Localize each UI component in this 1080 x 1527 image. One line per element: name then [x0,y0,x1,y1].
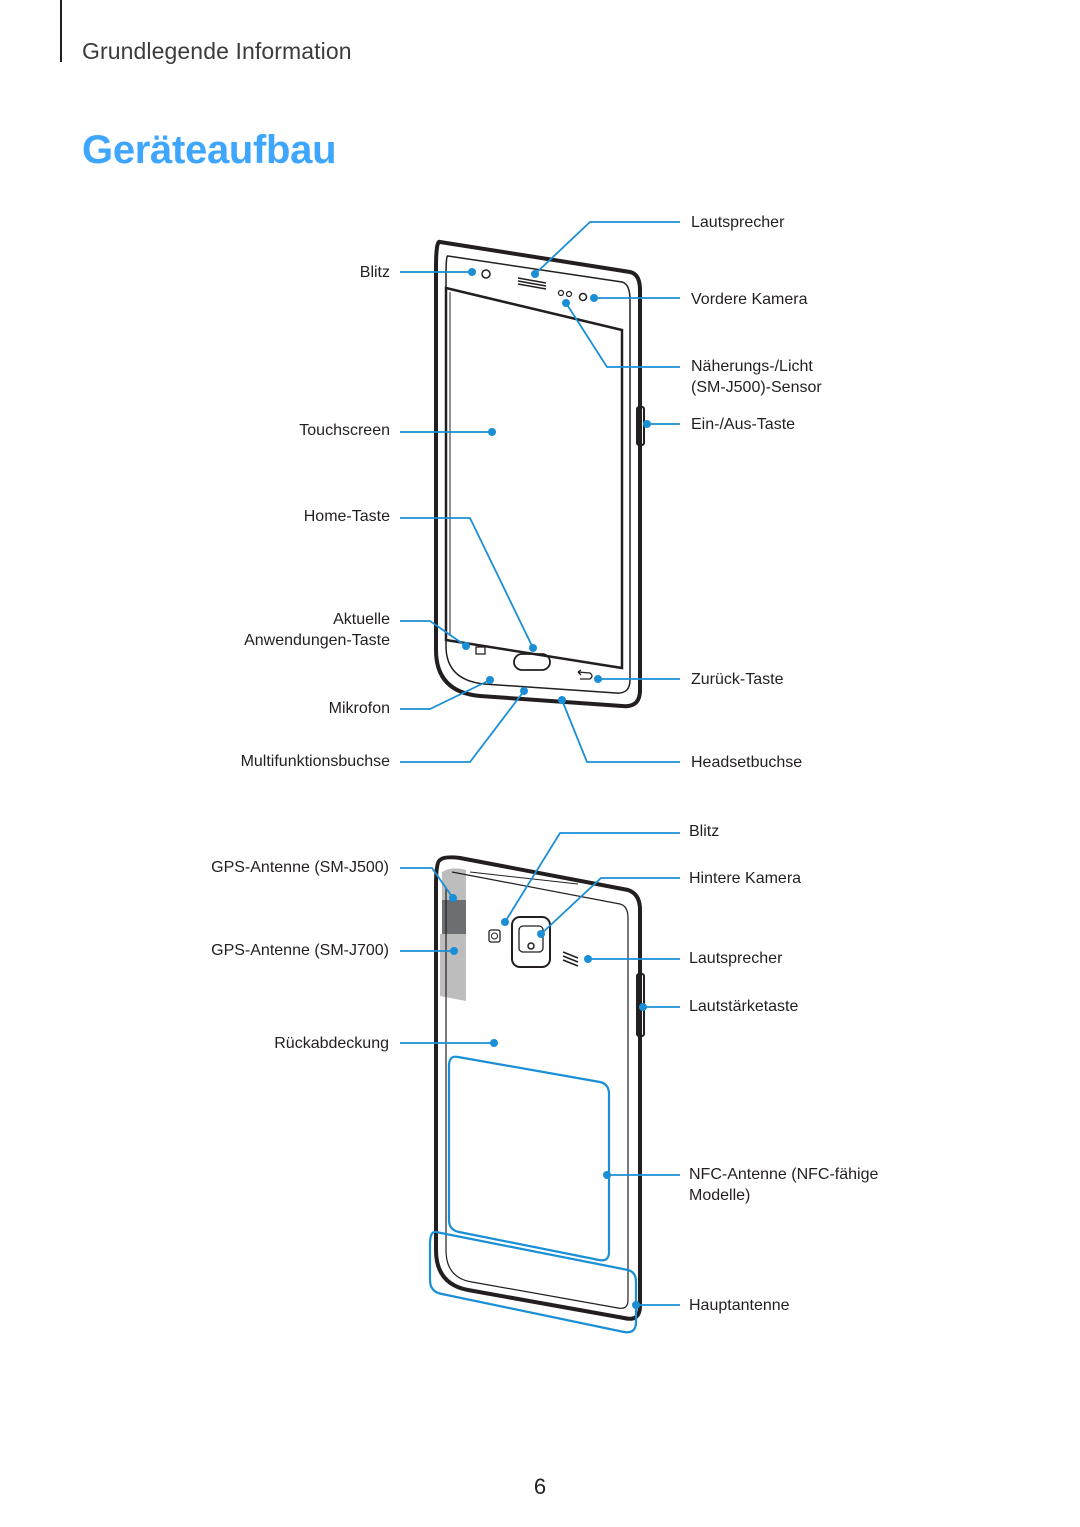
label-nfc-antenna-line1: NFC-Antenne (NFC-fähige [689,1166,879,1183]
front-flash [481,269,491,279]
label-sensor-line2: (SM-J500)-Sensor [691,379,822,396]
gps-antenna-shapes [440,868,466,1001]
label-gps-antenna-j700: GPS-Antenne (SM-J700) [211,942,389,959]
label-multipurpose-jack: Multifunktionsbuchse [240,753,390,770]
label-back-key: Zurück-Taste [691,671,784,688]
label-recent-key-line1: Aktuelle [333,611,390,628]
touchscreen-area [444,286,624,670]
back-callouts [400,832,680,1306]
antenna-outlines [428,1055,638,1334]
label-volume-key: Lautstärketaste [689,998,799,1015]
main-antenna-outline [428,1230,638,1334]
label-rear-speaker: Lautsprecher [689,950,783,967]
back-phone [434,855,645,1321]
nfc-antenna-outline [447,1055,611,1262]
section-title: Grundlegende Information [82,38,352,64]
back-flash [488,929,501,943]
label-gps-antenna-j500: GPS-Antenne (SM-J500) [211,859,389,876]
front-phone [434,239,645,709]
earpiece-grille [517,277,547,290]
recent-key [475,646,486,655]
label-front-speaker: Lautsprecher [691,214,785,231]
rear-camera-housing [511,916,551,968]
back-callout-dots [449,894,647,1309]
label-power-key: Ein-/Aus-Taste [691,416,796,433]
label-sensor-line1: Näherungs-/Licht [691,358,813,375]
gps-antenna-j700 [440,934,466,1001]
rear-speaker-grille [562,951,579,967]
label-front-flash: Blitz [359,264,390,281]
front-callouts [400,221,680,763]
label-home-key: Home-Taste [303,508,390,525]
label-touchscreen: Touchscreen [299,422,390,439]
label-front-camera: Vordere Kamera [691,291,808,308]
page-title: Geräteaufbau [82,128,337,172]
label-rear-flash: Blitz [689,823,720,840]
header-rule [60,0,62,62]
label-back-cover: Rückabdeckung [274,1035,389,1052]
front-phone-body [434,239,642,709]
label-main-antenna: Hauptantenne [689,1297,790,1314]
back-key-glyph [577,671,593,680]
label-headset-jack: Headsetbuchse [691,754,803,771]
front-camera [578,292,588,302]
front-callout-dots [462,268,651,704]
label-microphone: Mikrofon [328,700,390,717]
home-key [513,653,551,671]
label-rear-camera: Hintere Kamera [689,870,802,887]
label-nfc-antenna-line2: Modelle) [689,1187,751,1204]
page-number: 6 [533,1474,547,1499]
label-recent-key-line2: Anwendungen-Taste [244,632,390,649]
